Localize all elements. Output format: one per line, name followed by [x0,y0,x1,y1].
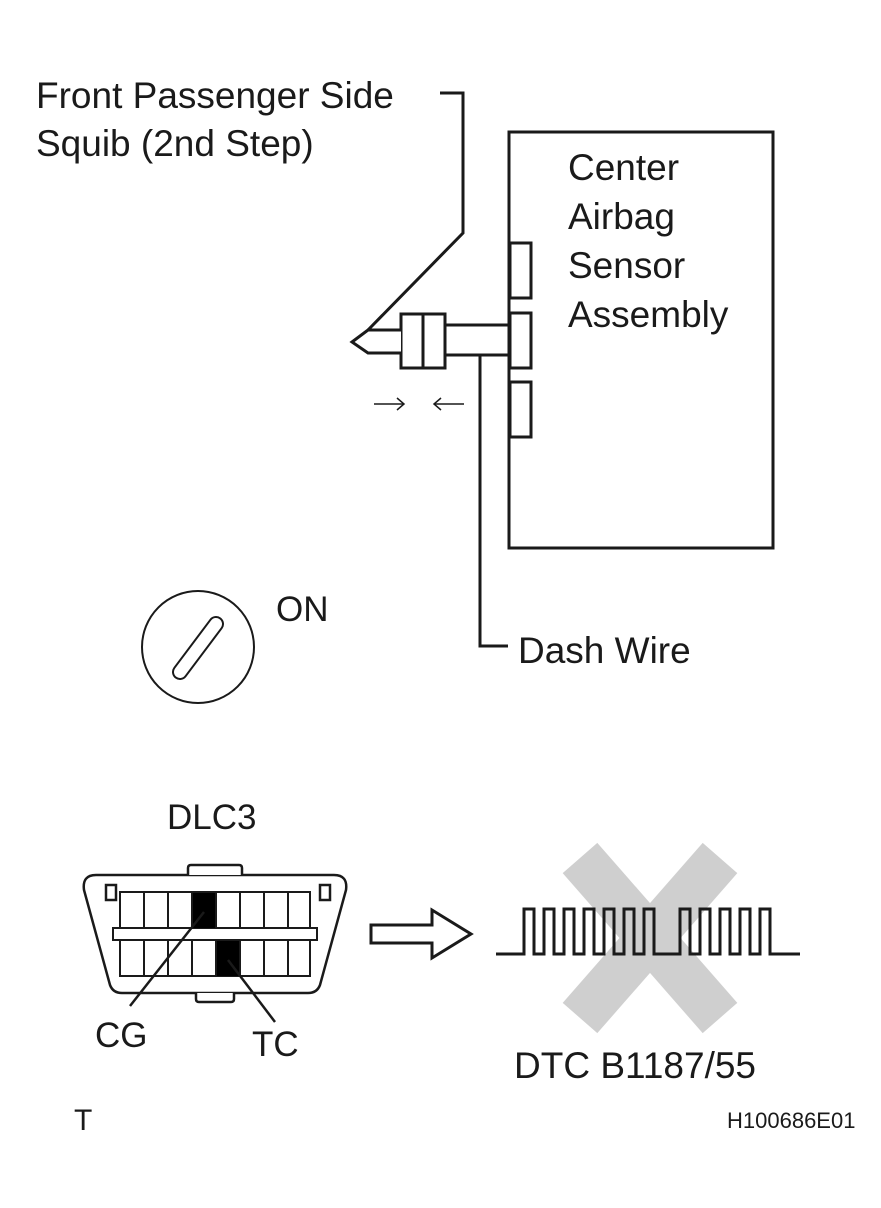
dtc-waveform [496,907,800,956]
connect-arrows [374,397,464,411]
ecu-label-line2: Airbag [568,196,675,237]
result-arrow-icon [369,907,474,961]
ecu-label-line3: Sensor [568,245,686,286]
squib-label-line1: Front Passenger Side [36,75,394,116]
ecu-label-line4: Assembly [568,294,729,335]
terminal-cg-label: CG [95,1016,148,1055]
squib-label-line2: Squib (2nd Step) [36,123,314,164]
dlc3-title: DLC3 [167,798,257,837]
ecu-label-line1: Center [568,147,680,188]
squib-leader-line [366,91,465,332]
cg-leader-line [129,911,205,1007]
ignition-state-label: ON [276,590,329,629]
squib-label: Front Passenger Side Squib (2nd Step) [36,72,394,168]
terminal-tc-label: TC [252,1025,299,1064]
squib-harness [445,323,510,357]
dtc-code-label: DTC B1187/55 [514,1045,756,1086]
tc-leader-line [227,959,276,1023]
dash-wire-leader-line [478,355,508,648]
ecu-label: Center Airbag Sensor Assembly [568,143,728,339]
ecu-connector-tab-middle [508,311,533,370]
ecu-connector-tab-lower [508,380,533,439]
ignition-key-icon [141,590,255,704]
airbag-sensor-assembly-box [507,130,775,550]
dash-wire-label: Dash Wire [518,630,691,671]
not-output-cross-icon [562,842,738,1034]
squib-connector [349,312,447,370]
ecu-connector-tab-upper [508,241,533,300]
figure-id: H100686E01 [727,1108,856,1133]
dlc3-connector [82,863,348,1004]
corner-letter: T [74,1104,93,1137]
